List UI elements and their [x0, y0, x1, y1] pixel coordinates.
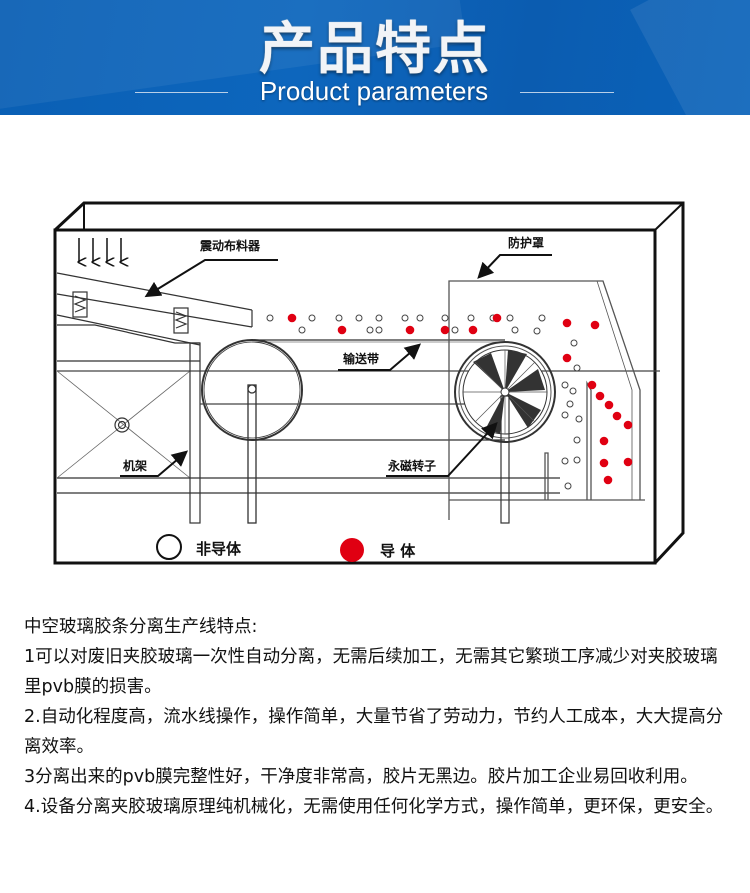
conductor-particle [405, 325, 415, 335]
svg-text:输送带: 输送带 [343, 351, 379, 366]
enclosure-front [53, 228, 657, 565]
conductor-particle [492, 313, 502, 323]
enclosure-frame [53, 201, 685, 565]
legend: 非导体 导 体 [156, 534, 416, 562]
conductor-particle [337, 325, 347, 335]
non-conductor-particle [451, 326, 459, 334]
non-conductor-particle [335, 314, 343, 322]
legend-non-conductor: 非导体 [196, 540, 242, 558]
svg-text:永磁转子: 永磁转子 [387, 458, 436, 473]
non-conductor-particle [538, 314, 546, 322]
particles [266, 313, 633, 490]
non-conductor-particle [401, 314, 409, 322]
vibrating-feeder [56, 272, 253, 346]
non-conductor-particle [366, 326, 374, 334]
conductor-particle [590, 320, 600, 330]
non-conductor-particle [441, 314, 449, 322]
header-banner: 产品特点 Product parameters [0, 0, 750, 115]
conductor-particle [595, 391, 605, 401]
non-conductor-particle [569, 387, 577, 395]
spring-left [72, 291, 88, 318]
feature-item-4: 4.设备分离夹胶玻璃原理纯机械化，无需使用任何化学方式，操作简单，更环保，更安全… [24, 797, 724, 817]
feature-item-1: 1可以对废旧夹胶玻璃一次性自动分离，无需后续加工，无需其它繁琐工序减少对夹胶玻璃… [24, 647, 718, 697]
label-protective-cover: 防护罩 [477, 235, 552, 279]
features-section: 中空玻璃胶条分离生产线特点: 1可以对废旧夹胶玻璃一次性自动分离，无需后续加工，… [24, 612, 734, 822]
conveyor-belt [200, 339, 505, 524]
label-frame: 机架 [120, 450, 189, 477]
non-conductor-particle [467, 314, 475, 322]
page-title: 产品特点 [259, 17, 491, 82]
non-conductor-particle [561, 457, 569, 465]
non-conductor-particle [308, 314, 316, 322]
conductor-particle [604, 400, 614, 410]
conductor-particle [468, 325, 478, 335]
conductor-particle [562, 318, 572, 328]
page-subtitle: Product parameters [259, 76, 489, 106]
conductor-particle [562, 353, 572, 363]
svg-text:机架: 机架 [123, 458, 147, 473]
conductor-particle [599, 436, 609, 446]
label-magnetic-rotor: 永磁转子 [386, 422, 498, 477]
magnetic-rotor-icon [454, 341, 556, 524]
label-vibrating-feeder: 震动布料器 [144, 238, 278, 298]
non-conductor-particle [570, 339, 578, 347]
non-conductor-particle [561, 381, 569, 389]
features-heading: 中空玻璃胶条分离生产线特点: [24, 617, 258, 637]
non-conductor-particle [355, 314, 363, 322]
separator-diagram: 震动布料器 防护罩 输送带 机架 永磁转子 非导体 导 体 [53, 201, 685, 565]
non-conductor-particle [533, 327, 541, 335]
svg-text:防护罩: 防护罩 [508, 235, 544, 250]
non-conductor-particle [375, 314, 383, 322]
conductor-particle [599, 458, 609, 468]
non-conductor-particle [561, 411, 569, 419]
conductor-particle [623, 457, 633, 467]
conductor-particle [587, 380, 597, 390]
non-conductor-particle [416, 314, 424, 322]
conductor-icon [340, 538, 364, 562]
conductor-particle [623, 420, 633, 430]
non-conductor-particle [573, 456, 581, 464]
conductor-particle [440, 325, 450, 335]
non-conductor-particle [266, 314, 274, 322]
subtitle-divider-right [520, 92, 614, 93]
non-conductor-particle [575, 415, 583, 423]
conductor-particle [603, 475, 613, 485]
spring-right [173, 307, 189, 334]
non-conductor-particle [573, 364, 581, 372]
svg-text:震动布料器: 震动布料器 [200, 238, 261, 253]
non-conductor-particle [506, 314, 514, 322]
legend-conductor: 导 体 [380, 542, 416, 560]
subtitle-row: Product parameters [0, 76, 750, 108]
subtitle-divider-left [135, 92, 228, 93]
conductor-particle [287, 313, 297, 323]
non-conductor-icon [156, 534, 182, 560]
feature-item-2: 2.自动化程度高，流水线操作，操作简单，大量节省了劳动力，节约人工成本，大大提高… [24, 707, 724, 757]
non-conductor-particle [298, 326, 306, 334]
feature-item-3: 3分离出来的pvb膜完整性好，干净度非常高，胶片无黑边。胶片加工企业易回收利用。 [24, 767, 698, 787]
non-conductor-particle [375, 326, 383, 334]
non-conductor-particle [573, 436, 581, 444]
non-conductor-particle [511, 326, 519, 334]
conductor-particle [612, 411, 622, 421]
label-conveyor-belt: 输送带 [338, 343, 422, 371]
non-conductor-particle [564, 482, 572, 490]
feed-arrows-icon [79, 238, 121, 262]
non-conductor-particle [566, 400, 574, 408]
